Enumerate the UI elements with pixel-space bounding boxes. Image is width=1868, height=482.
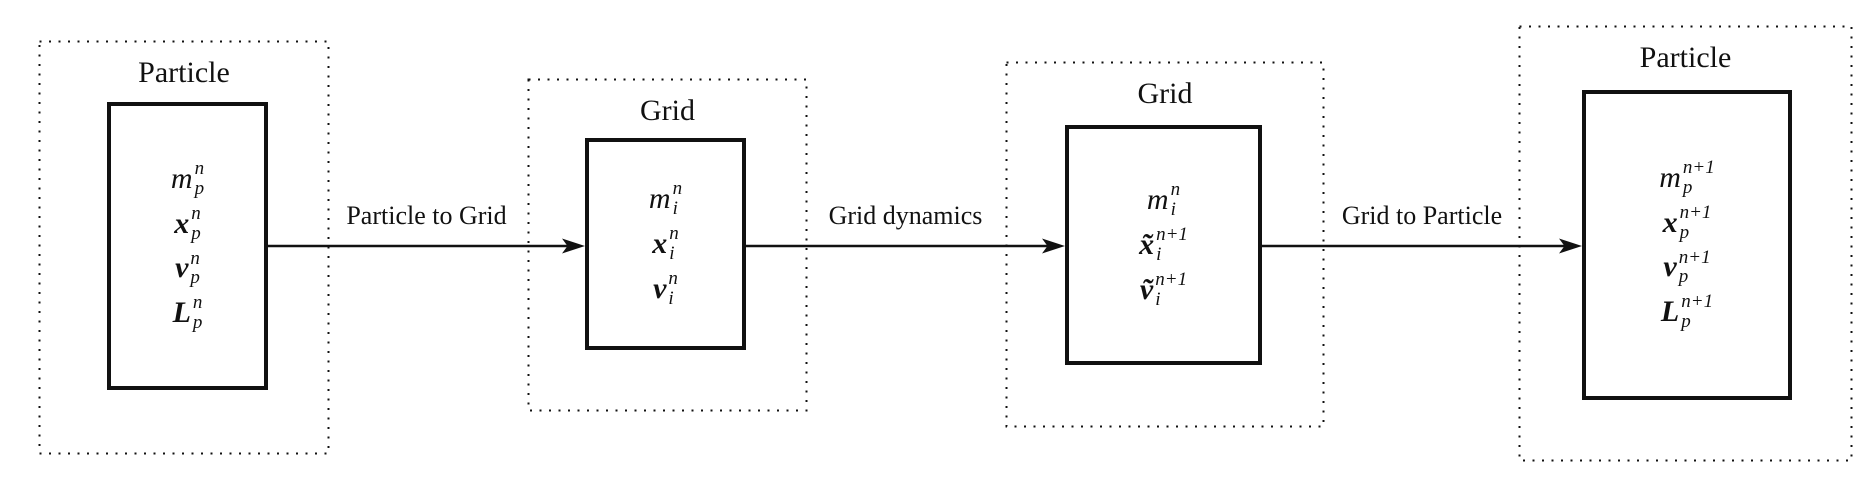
arrowhead-icon: [1042, 238, 1065, 254]
node-title: Grid: [640, 94, 695, 127]
arrow-label: Grid dynamics: [828, 201, 983, 230]
math-symbol-x: x n p: [174, 202, 201, 244]
math-symbol-v: v n i: [653, 267, 678, 309]
math-symbol-m: m n p: [170, 157, 205, 199]
symbol-subscript: p: [192, 312, 203, 334]
math-symbol-v-tilde: ṽ n+1 i: [1139, 268, 1188, 310]
symbol-scripts: n i: [668, 267, 678, 309]
symbol-superscript: n: [190, 247, 200, 269]
node-title: Particle: [1639, 41, 1732, 74]
symbol-subscript: p: [1682, 176, 1693, 198]
symbol-subscript: i: [1155, 288, 1161, 310]
arrow-grid-to-particle: Grid to Particle: [1262, 200, 1582, 260]
symbol-scripts: n i: [1171, 180, 1181, 220]
math-symbol-L: L n+1 p: [1661, 292, 1713, 332]
dotted-border: [38, 40, 330, 455]
symbol-subscript: p: [1678, 266, 1689, 288]
arrowhead-icon: [1559, 238, 1582, 254]
symbol-superscript: n: [194, 157, 205, 179]
math-symbol-v: v n p: [175, 247, 200, 289]
symbol-base: x: [652, 227, 668, 260]
math-symbol-m: m n+1 p: [1659, 156, 1715, 198]
symbol-base: m: [170, 161, 193, 195]
symbol-superscript: n: [191, 202, 201, 224]
math-symbol-x-tilde: x̃ n+1 i: [1139, 225, 1188, 265]
node-grid-n: Grid m n i x n i v n i: [527, 78, 808, 412]
node-grid-n1: Grid m n i x̃ n+1 i ṽ n+1 i: [1005, 61, 1325, 428]
arrow-label: Grid to Particle: [1341, 201, 1503, 230]
node-title: Particle: [138, 56, 230, 89]
symbol-subscript: p: [190, 267, 200, 289]
math-symbol-v: v n+1 p: [1663, 246, 1711, 288]
symbol-superscript: n+1: [1155, 268, 1188, 290]
symbol-base: m: [648, 182, 671, 216]
symbol-scripts: n i: [673, 179, 683, 219]
symbol-base: v: [175, 251, 189, 285]
symbol-superscript: n: [192, 292, 203, 314]
symbol-subscript: i: [1170, 199, 1176, 221]
symbol-superscript: n+1: [1678, 246, 1711, 268]
symbol-scripts: n+1 p: [1682, 156, 1715, 198]
symbol-scripts: n+1 p: [1678, 246, 1711, 288]
symbol-subscript: i: [1156, 244, 1162, 265]
symbol-scripts: n p: [190, 247, 200, 289]
state-box: m n i x n i v n i: [585, 138, 746, 350]
math-symbol-m: m n i: [1147, 180, 1180, 220]
symbol-scripts: n+1 i: [1156, 225, 1188, 265]
symbol-subscript: p: [194, 177, 205, 199]
arrow-grid-dynamics: Grid dynamics: [746, 200, 1065, 260]
symbol-superscript: n: [668, 267, 678, 289]
symbol-superscript: n: [669, 223, 679, 245]
symbol-base: L: [172, 296, 191, 330]
arrowhead-icon: [562, 238, 585, 254]
symbol-base: v: [1663, 250, 1677, 284]
symbol-scripts: n+1 p: [1681, 292, 1713, 332]
symbol-base: m: [1146, 183, 1169, 217]
dotted-border: [1518, 25, 1853, 462]
symbol-scripts: n p: [191, 202, 201, 244]
state-box: m n p x n p v n p L: [107, 102, 268, 390]
symbol-superscript: n: [672, 178, 683, 200]
symbol-superscript: n+1: [1681, 291, 1714, 313]
arrow-line: [1262, 238, 1582, 254]
symbol-superscript: n: [1170, 179, 1181, 201]
symbol-base: x: [1662, 205, 1678, 239]
symbol-subscript: p: [1679, 221, 1690, 243]
symbol-base: x̃: [1139, 228, 1155, 261]
node-particle-n1: Particle m n+1 p x n+1 p v n+1: [1518, 25, 1853, 462]
arrow-line: [746, 238, 1065, 254]
symbol-subscript: p: [1681, 311, 1691, 333]
symbol-base: ṽ: [1139, 272, 1154, 306]
dotted-border: [1005, 61, 1325, 428]
symbol-base: m: [1659, 160, 1681, 194]
symbol-superscript: n+1: [1156, 224, 1188, 246]
symbol-scripts: n i: [669, 224, 679, 264]
math-symbol-x: x n i: [652, 224, 679, 264]
symbol-subscript: i: [672, 198, 678, 220]
math-symbol-x: x n+1 p: [1662, 201, 1712, 243]
math-symbol-L: L n p: [173, 293, 203, 333]
node-particle-n: Particle m n p x n p v n p: [38, 40, 330, 455]
math-symbol-m: m n i: [649, 179, 682, 219]
symbol-base: v: [653, 271, 667, 305]
symbol-scripts: n+1 p: [1679, 201, 1712, 243]
symbol-base: x: [174, 206, 190, 240]
symbol-superscript: n+1: [1679, 201, 1712, 223]
node-title: Grid: [1137, 77, 1193, 110]
state-box: m n+1 p x n+1 p v n+1 p: [1582, 90, 1792, 400]
symbol-superscript: n+1: [1682, 156, 1715, 178]
symbol-scripts: n p: [193, 293, 203, 333]
symbol-base: L: [1660, 295, 1680, 329]
symbol-scripts: n+1 i: [1155, 268, 1188, 310]
symbol-subscript: i: [669, 243, 675, 264]
arrow-particle-to-grid: Particle to Grid: [268, 200, 585, 260]
arrow-label: Particle to Grid: [346, 201, 507, 230]
arrow-line: [268, 238, 585, 254]
state-box: m n i x̃ n+1 i ṽ n+1 i: [1065, 125, 1262, 365]
symbol-scripts: n p: [194, 157, 205, 199]
symbol-subscript: p: [191, 222, 201, 244]
symbol-subscript: i: [668, 287, 674, 309]
